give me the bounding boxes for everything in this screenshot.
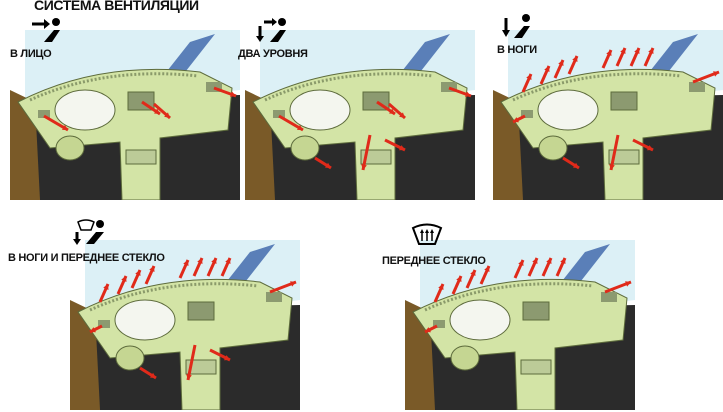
dashboard-illustration [493,30,723,200]
windshield-defrost-icon [411,223,443,245]
feet-vent-icon [502,14,530,38]
airflow-arrow [541,257,553,277]
airflow-arrow [361,134,372,171]
airflow-arrow [89,324,103,334]
dashboard-illustration [70,240,300,410]
mode-label: В НОГИ И ПЕРЕДНЕЕ СТЕКЛО [8,252,165,264]
dashboard-illustration [10,30,240,200]
airflow-arrow [562,156,580,170]
airflow-arrow [269,280,297,294]
airflow-arrow [278,114,304,132]
airflow-arrow [153,102,171,120]
airflow-arrow [521,73,533,93]
airflow-arrow [643,47,655,67]
airflow-arrow [527,257,539,277]
airflow-arrow [116,275,128,295]
airflow-arrow [553,59,565,79]
airflow-arrow [448,86,472,98]
face-vent-icon [32,18,60,42]
airflow-arrow [512,114,526,124]
airflow-arrow [692,70,720,84]
page-title: СИСТЕМА ВЕНТИЛЯЦИИ [34,0,199,13]
airflow-arrow [178,259,190,279]
dashboard-illustration [245,30,475,200]
airflow-arrow [186,344,197,381]
airflow-arrow [144,265,156,285]
airflow-arrow [424,324,438,334]
airflow-arrow [615,47,627,67]
airflow-arrow [632,138,654,152]
airflow-arrow [139,366,157,380]
airflow-arrow [601,49,613,69]
mode-label: ДВА УРОВНЯ [238,48,308,60]
airflow-arrow [384,138,406,152]
airflow-arrow [209,348,231,362]
airflow-arrow [192,257,204,277]
airflow-arrow [609,134,620,171]
airflow-arrow [433,283,445,303]
airflow-arrow [220,257,232,277]
mode-label: В ЛИЦО [10,48,52,60]
dashboard-illustration [405,240,635,410]
airflow-arrow [206,257,218,277]
airflow-arrow [388,102,406,120]
airflow-arrow [314,156,332,170]
airflow-arrow [513,259,525,279]
mode-label: В НОГИ [497,44,537,56]
feet-defrost-icon [73,219,104,245]
airflow-arrow [376,100,396,116]
airflow-arrow [130,269,142,289]
airflow-arrow [479,265,491,285]
airflow-arrow [604,280,632,294]
airflow-arrow [141,100,161,116]
airflow-arrow [555,257,567,277]
airflow-arrow [43,114,69,132]
bilevel-vent-icon [256,18,286,42]
mode-label: ПЕРЕДНЕЕ СТЕКЛО [382,255,486,267]
airflow-arrow [567,55,579,75]
airflow-arrow [213,86,237,98]
airflow-arrow [451,275,463,295]
airflow-arrow [98,283,110,303]
airflow-arrow [629,47,641,67]
airflow-arrow [539,65,551,85]
airflow-arrow [465,269,477,289]
